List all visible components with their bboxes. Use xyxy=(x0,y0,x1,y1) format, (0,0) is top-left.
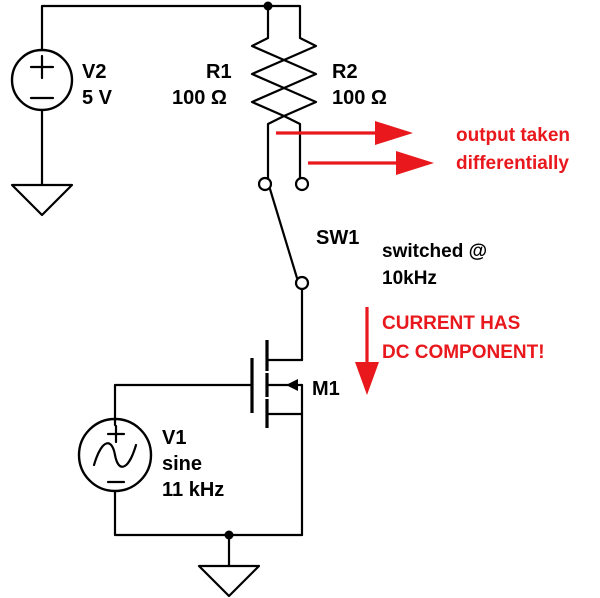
v2-name-label: V2 xyxy=(82,61,106,83)
output-annotation-line2: differentially xyxy=(456,153,569,174)
sw1-note-line1: switched @ xyxy=(382,241,487,262)
m1-mosfet-symbol xyxy=(250,340,304,537)
v1-value-label: 11 kHz xyxy=(162,479,224,501)
r1-value-label: 100 Ω xyxy=(172,87,227,109)
output-annotation-line1: output taken xyxy=(456,125,570,146)
r1-resistor-symbol xyxy=(250,28,286,134)
sw1-note-line2: 10kHz xyxy=(382,268,437,289)
ground-symbol-main xyxy=(197,564,261,598)
junction-dot-top xyxy=(263,1,273,11)
r2-name-label: R2 xyxy=(332,61,358,83)
ground-symbol-v2 xyxy=(10,183,74,217)
gate-wire xyxy=(113,383,254,427)
bottom-ground-wire xyxy=(113,489,304,537)
sw1-name-label: SW1 xyxy=(316,227,359,249)
r1-name-label: R1 xyxy=(206,61,232,83)
v1-sine-source-symbol xyxy=(77,417,153,493)
output-arrows xyxy=(276,121,434,175)
sw1-switch-symbol xyxy=(257,176,310,362)
v2-dc-source-symbol xyxy=(10,48,74,187)
m1-name-label: M1 xyxy=(312,378,340,400)
current-arrow xyxy=(355,307,379,395)
v1-type-label: sine xyxy=(162,453,202,475)
current-annotation-line2: DC COMPONENT! xyxy=(382,342,545,363)
current-annotation-line1: CURRENT HAS xyxy=(382,313,520,334)
v2-value-label: 5 V xyxy=(82,87,113,109)
top-rail-wire xyxy=(40,1,302,52)
r2-value-label: 100 Ω xyxy=(332,87,387,109)
v1-name-label: V1 xyxy=(162,427,186,449)
r2-resistor-symbol xyxy=(282,28,318,134)
